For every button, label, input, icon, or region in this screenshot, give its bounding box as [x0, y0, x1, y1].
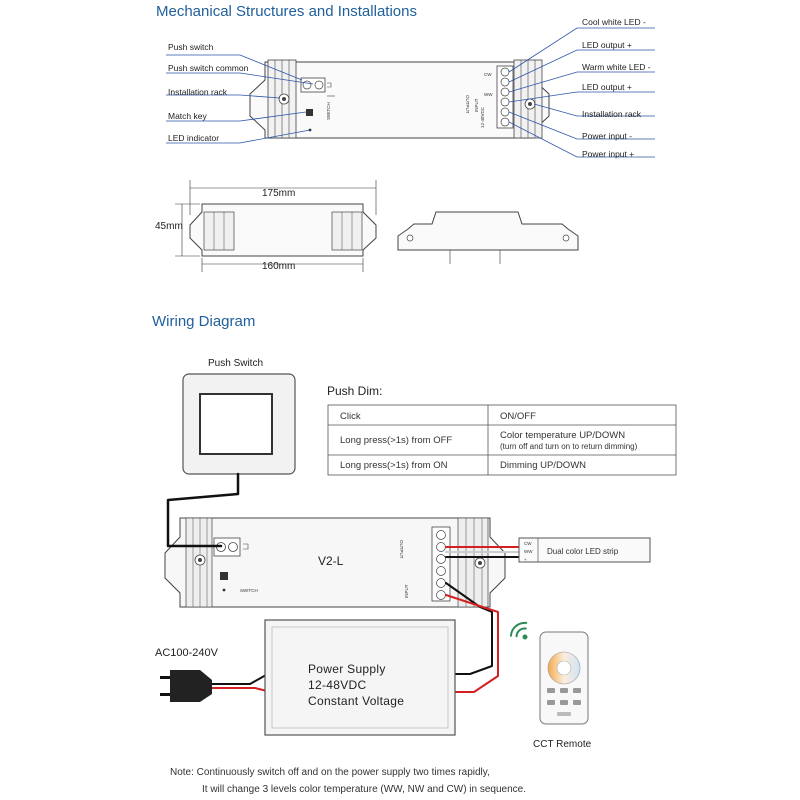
- input-tiny-label: INPUT: [474, 98, 479, 112]
- note-line-2: It will change 3 levels color temperatur…: [202, 784, 526, 795]
- ac-voltage-label: AC100-240V: [155, 647, 219, 659]
- cw-tiny-label: CW: [484, 72, 492, 77]
- callout-led-output-2: LED output +: [582, 82, 632, 92]
- callout-power-input-plus: Power input +: [582, 149, 634, 159]
- mechanical-section-title: Mechanical Structures and Installations: [156, 3, 417, 20]
- table-action-0: Click: [340, 411, 361, 422]
- front-view: [189, 203, 377, 257]
- led-strip-label: Dual color LED strip: [547, 547, 619, 556]
- ps-type: Constant Voltage: [308, 694, 404, 708]
- push-dim-table: [327, 404, 677, 476]
- output-tiny-label: OUTPUT: [465, 95, 470, 114]
- callout-push-switch-common: Push switch common: [168, 63, 249, 73]
- dim-160mm: 160mm: [262, 261, 295, 272]
- output-terminal-block: [496, 65, 514, 129]
- cct-remote: [539, 631, 589, 725]
- callout-installation-rack-left: Installation rack: [168, 87, 228, 97]
- callout-warm-white-led: Warm white LED -: [582, 62, 651, 72]
- note-line-1: Note: Continuously switch off and on the…: [170, 767, 490, 778]
- table-result-0: ON/OFF: [500, 411, 536, 422]
- side-view: [397, 211, 579, 251]
- ps-title: Power Supply: [308, 662, 386, 676]
- ww-tiny-label: WW: [484, 92, 493, 97]
- controller-input-tiny-label: INPUT: [404, 584, 409, 598]
- table-result-1: Color temperature UP/DOWN: [500, 430, 625, 441]
- push-dim-title: Push Dim:: [327, 384, 382, 398]
- left-callouts: [166, 54, 314, 144]
- power-supply: [264, 619, 456, 736]
- device-top-view: SWITCH OUTPUT INPUT 12-48VDC CW WW: [249, 59, 550, 139]
- dim-175mm: 175mm: [262, 188, 295, 199]
- ac-plug-icon: [160, 670, 212, 702]
- wiring-section-title: Wiring Diagram: [152, 313, 255, 330]
- callout-installation-rack-right: Installation rack: [582, 109, 642, 119]
- push-switch-device: [182, 373, 296, 475]
- wireless-signal-icon: [509, 621, 528, 640]
- table-action-2: Long press(>1s) from ON: [340, 460, 448, 471]
- dim-45mm: 45mm: [155, 221, 183, 232]
- match-key: [306, 109, 313, 116]
- input-voltage-tiny-label: 12-48VDC: [480, 106, 485, 128]
- controller-switch-tiny-label: SWITCH: [240, 588, 258, 593]
- callout-match-key: Match key: [168, 111, 207, 121]
- callout-led-indicator: LED indicator: [168, 133, 219, 143]
- controller-model-label: V2-L: [318, 554, 344, 568]
- table-action-1: Long press(>1s) from OFF: [340, 435, 452, 446]
- right-callouts: [508, 27, 655, 158]
- callout-led-output-1: LED output +: [582, 40, 632, 50]
- strip-ww-label: WW: [524, 549, 533, 554]
- table-result-2: Dimming UP/DOWN: [500, 460, 586, 471]
- table-result-note-1: (turn off and turn on to return dimming): [500, 442, 638, 451]
- controller-output-tiny-label: OUTPUT: [399, 540, 404, 559]
- switch-tiny-label: SWITCH: [326, 102, 331, 120]
- callout-cool-white-led: Cool white LED -: [582, 17, 646, 27]
- strip-cw-label: CW: [524, 541, 532, 546]
- push-switch-terminal: [300, 77, 335, 97]
- left-installation-rack: [267, 59, 297, 139]
- cct-remote-label: CCT Remote: [533, 739, 592, 750]
- controller-device: [164, 517, 506, 608]
- ps-voltage: 12-48VDC: [308, 678, 366, 692]
- callout-push-switch: Push switch: [168, 42, 214, 52]
- strip-plus-label: +: [524, 557, 527, 562]
- led-strip: [518, 537, 651, 563]
- push-switch-title: Push Switch: [208, 358, 263, 369]
- callout-power-input-minus: Power input -: [582, 131, 632, 141]
